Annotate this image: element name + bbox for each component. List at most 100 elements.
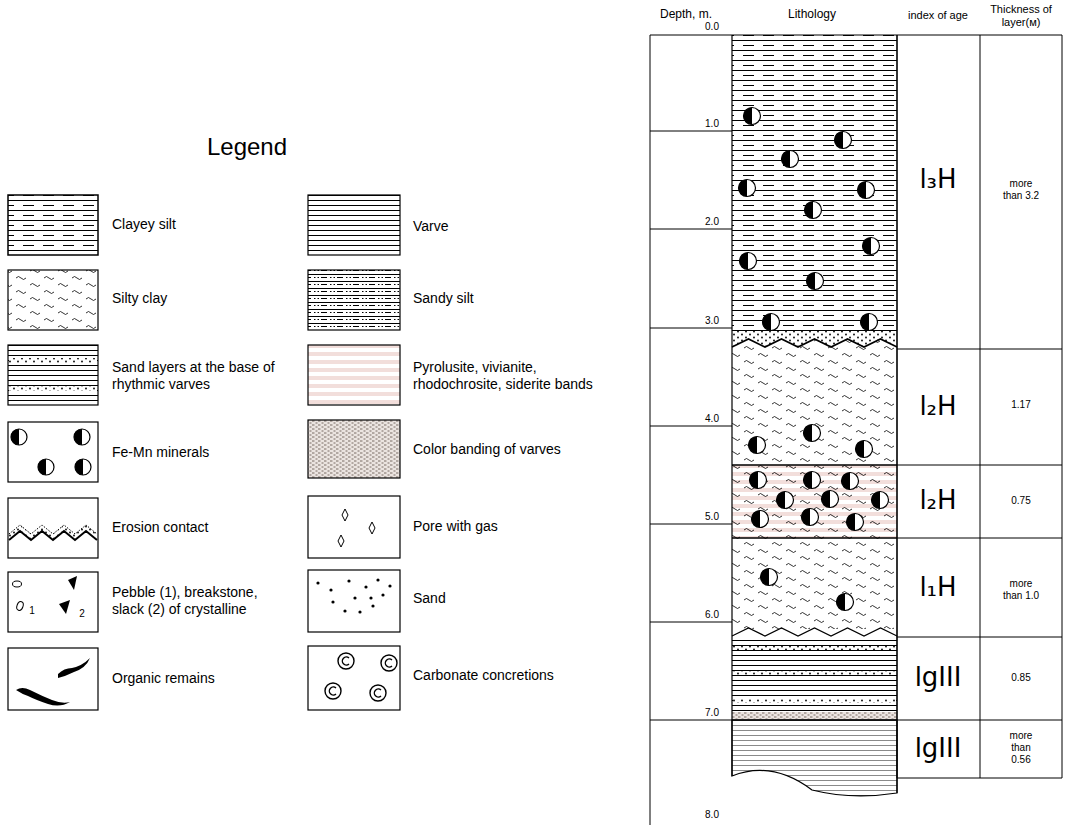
silty-clay-sample — [8, 270, 98, 330]
lithology-column — [732, 628, 897, 636]
fe-mn-symbols — [807, 273, 824, 290]
table-lines — [897, 349, 1062, 778]
sand-layers-sample — [9, 386, 97, 391]
sand-sample — [308, 570, 400, 632]
sample-number: 1 — [25, 605, 39, 617]
legend-text: Sand — [413, 590, 618, 607]
sand-sample — [369, 596, 372, 599]
age-index: l₁H — [898, 572, 978, 603]
fe-mn-symbols — [805, 202, 822, 219]
lithology-column — [733, 699, 896, 703]
pebble-sample — [13, 581, 22, 587]
lithology-column — [732, 720, 897, 796]
depth-value: 0.0 — [695, 21, 729, 33]
legend-text: Carbonate concretions — [413, 667, 618, 684]
organic-remains-sample — [16, 688, 70, 706]
carbonate-concretion-sample — [329, 687, 336, 695]
erosion-contact-sample — [9, 531, 97, 540]
legend-text: Erosion contact — [112, 519, 292, 536]
depth-value: 6.0 — [695, 609, 729, 621]
legend-text: Silty clay — [112, 290, 292, 307]
age-index: lgIII — [898, 733, 978, 764]
sand-sample — [376, 578, 379, 581]
lithology-column — [733, 671, 896, 675]
carbonate-concretion-sample — [381, 655, 397, 671]
sand-sample — [329, 588, 332, 591]
depth-value: 5.0 — [695, 511, 729, 523]
age-index: lgIII — [898, 662, 978, 693]
gas-pore-sample — [338, 509, 375, 547]
legend-text: Color banding of varves — [413, 441, 618, 458]
depth-value: 4.0 — [695, 413, 729, 425]
pebble-sample — [68, 576, 77, 590]
legend-text: Pore with gas — [413, 518, 618, 535]
column-header: index of age — [897, 9, 979, 22]
pebble-sample — [8, 572, 98, 632]
fe-mn-symbols — [847, 514, 864, 531]
carbonate-concretion-sample — [308, 646, 400, 710]
sand-layers-sample — [8, 345, 98, 405]
fe-mn-symbols — [837, 594, 854, 611]
table-lines — [650, 35, 1062, 36]
lithology-column — [732, 35, 897, 332]
varve-sample — [308, 195, 400, 255]
sand-layers-sample — [9, 358, 97, 363]
sand-sample — [381, 593, 384, 596]
organic-remains-sample — [58, 658, 90, 678]
depth-value: 7.0 — [695, 707, 729, 719]
legend-title: Legend — [137, 133, 357, 162]
fe-mn-symbols — [761, 569, 778, 586]
layer-thickness: more than 0.56 — [1001, 730, 1041, 766]
column-header: Thickness of layer(м) — [982, 3, 1060, 29]
legend-samples — [8, 195, 400, 710]
depth-value: 2.0 — [695, 216, 729, 228]
fe-mn-symbols — [752, 511, 769, 528]
sand-sample — [343, 609, 346, 612]
table-lines — [650, 131, 732, 720]
fe-mn-symbols — [782, 151, 799, 168]
carbonate-concretion-sample — [325, 683, 341, 699]
erosion-contact-sample — [8, 498, 98, 558]
fe-mn-sample — [38, 459, 54, 475]
lithology-column — [732, 465, 897, 538]
fe-mn-sample — [11, 429, 27, 445]
lithology-column — [732, 538, 897, 629]
fe-mn-symbols — [856, 441, 873, 458]
carbonate-concretion-sample — [370, 685, 386, 701]
age-index: l₂H — [898, 391, 978, 422]
carbonate-concretion-sample — [325, 653, 397, 701]
sand-layers-sample — [9, 386, 97, 391]
fe-mn-symbols — [802, 509, 819, 526]
sample-number: 2 — [75, 608, 89, 620]
sand-layers-sample — [8, 345, 98, 405]
lithology-column — [732, 339, 897, 465]
depth-value: 8.0 — [695, 809, 729, 821]
carbonate-concretion-sample — [338, 653, 354, 669]
carbonate-concretion-sample — [342, 657, 349, 665]
lithology-column — [732, 465, 897, 720]
sand-sample — [364, 585, 367, 588]
fe-mn-symbols — [863, 238, 880, 255]
fe-mn-symbols — [872, 492, 889, 509]
layer-thickness: 0.85 — [1001, 672, 1041, 684]
organic-remains-sample — [8, 648, 98, 710]
table-lines — [650, 35, 1062, 825]
lithology-column — [733, 671, 896, 675]
erosion-contact-sample — [8, 498, 98, 558]
legend-text: Sandy silt — [413, 290, 618, 307]
color-banding-sample — [308, 420, 400, 478]
lithology-column — [732, 35, 897, 796]
carbonate-concretion-sample — [308, 646, 400, 710]
lithology-column — [732, 339, 897, 347]
fe-mn-symbols — [861, 314, 878, 331]
erosion-contact-sample — [9, 525, 97, 534]
sand-sample — [353, 596, 356, 599]
fe-mn-symbols — [835, 132, 852, 149]
legend-text: Varve — [413, 218, 618, 235]
fe-mn-sample — [8, 422, 98, 482]
fe-mn-symbols — [804, 472, 821, 489]
sandy-silt-sample — [308, 270, 400, 330]
fe-mn-symbols — [739, 180, 756, 197]
mineral-bands-sample — [308, 345, 400, 405]
